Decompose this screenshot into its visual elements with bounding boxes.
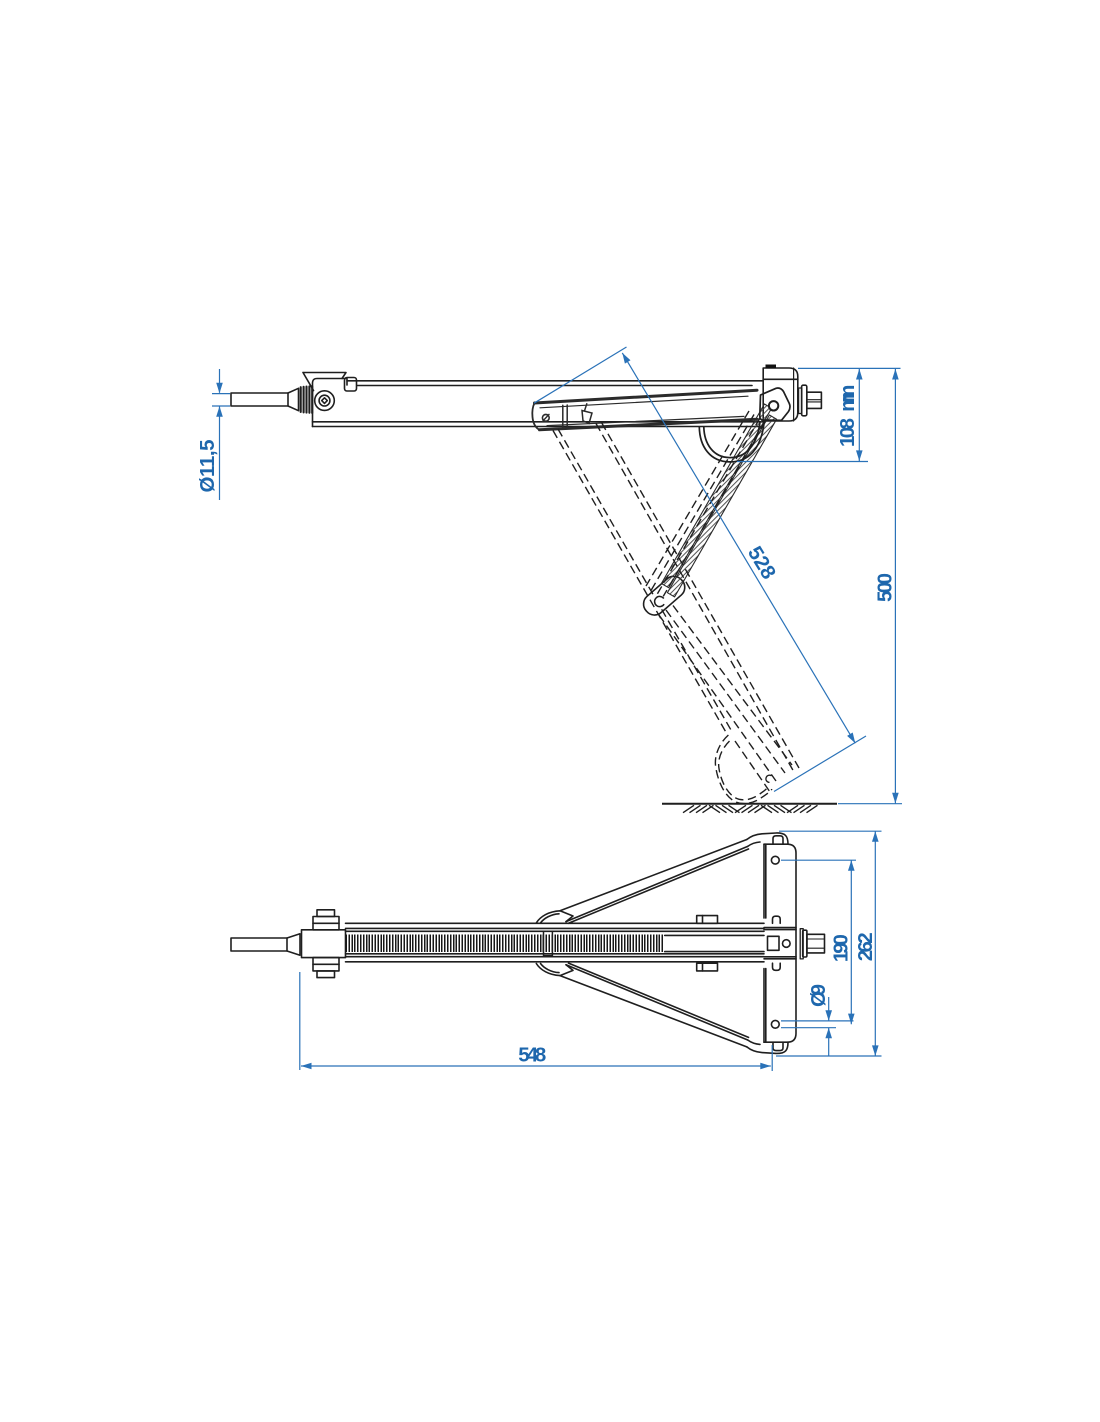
svg-text:108: 108 (836, 418, 859, 447)
svg-text:mm: mm (836, 385, 859, 412)
svg-text:Ø9: Ø9 (807, 984, 830, 1007)
svg-text:548: 548 (518, 1044, 546, 1067)
svg-text:500: 500 (873, 573, 896, 602)
svg-text:262: 262 (854, 932, 877, 961)
svg-text:190: 190 (829, 934, 852, 962)
svg-text:Ø11,5: Ø11,5 (196, 440, 219, 493)
